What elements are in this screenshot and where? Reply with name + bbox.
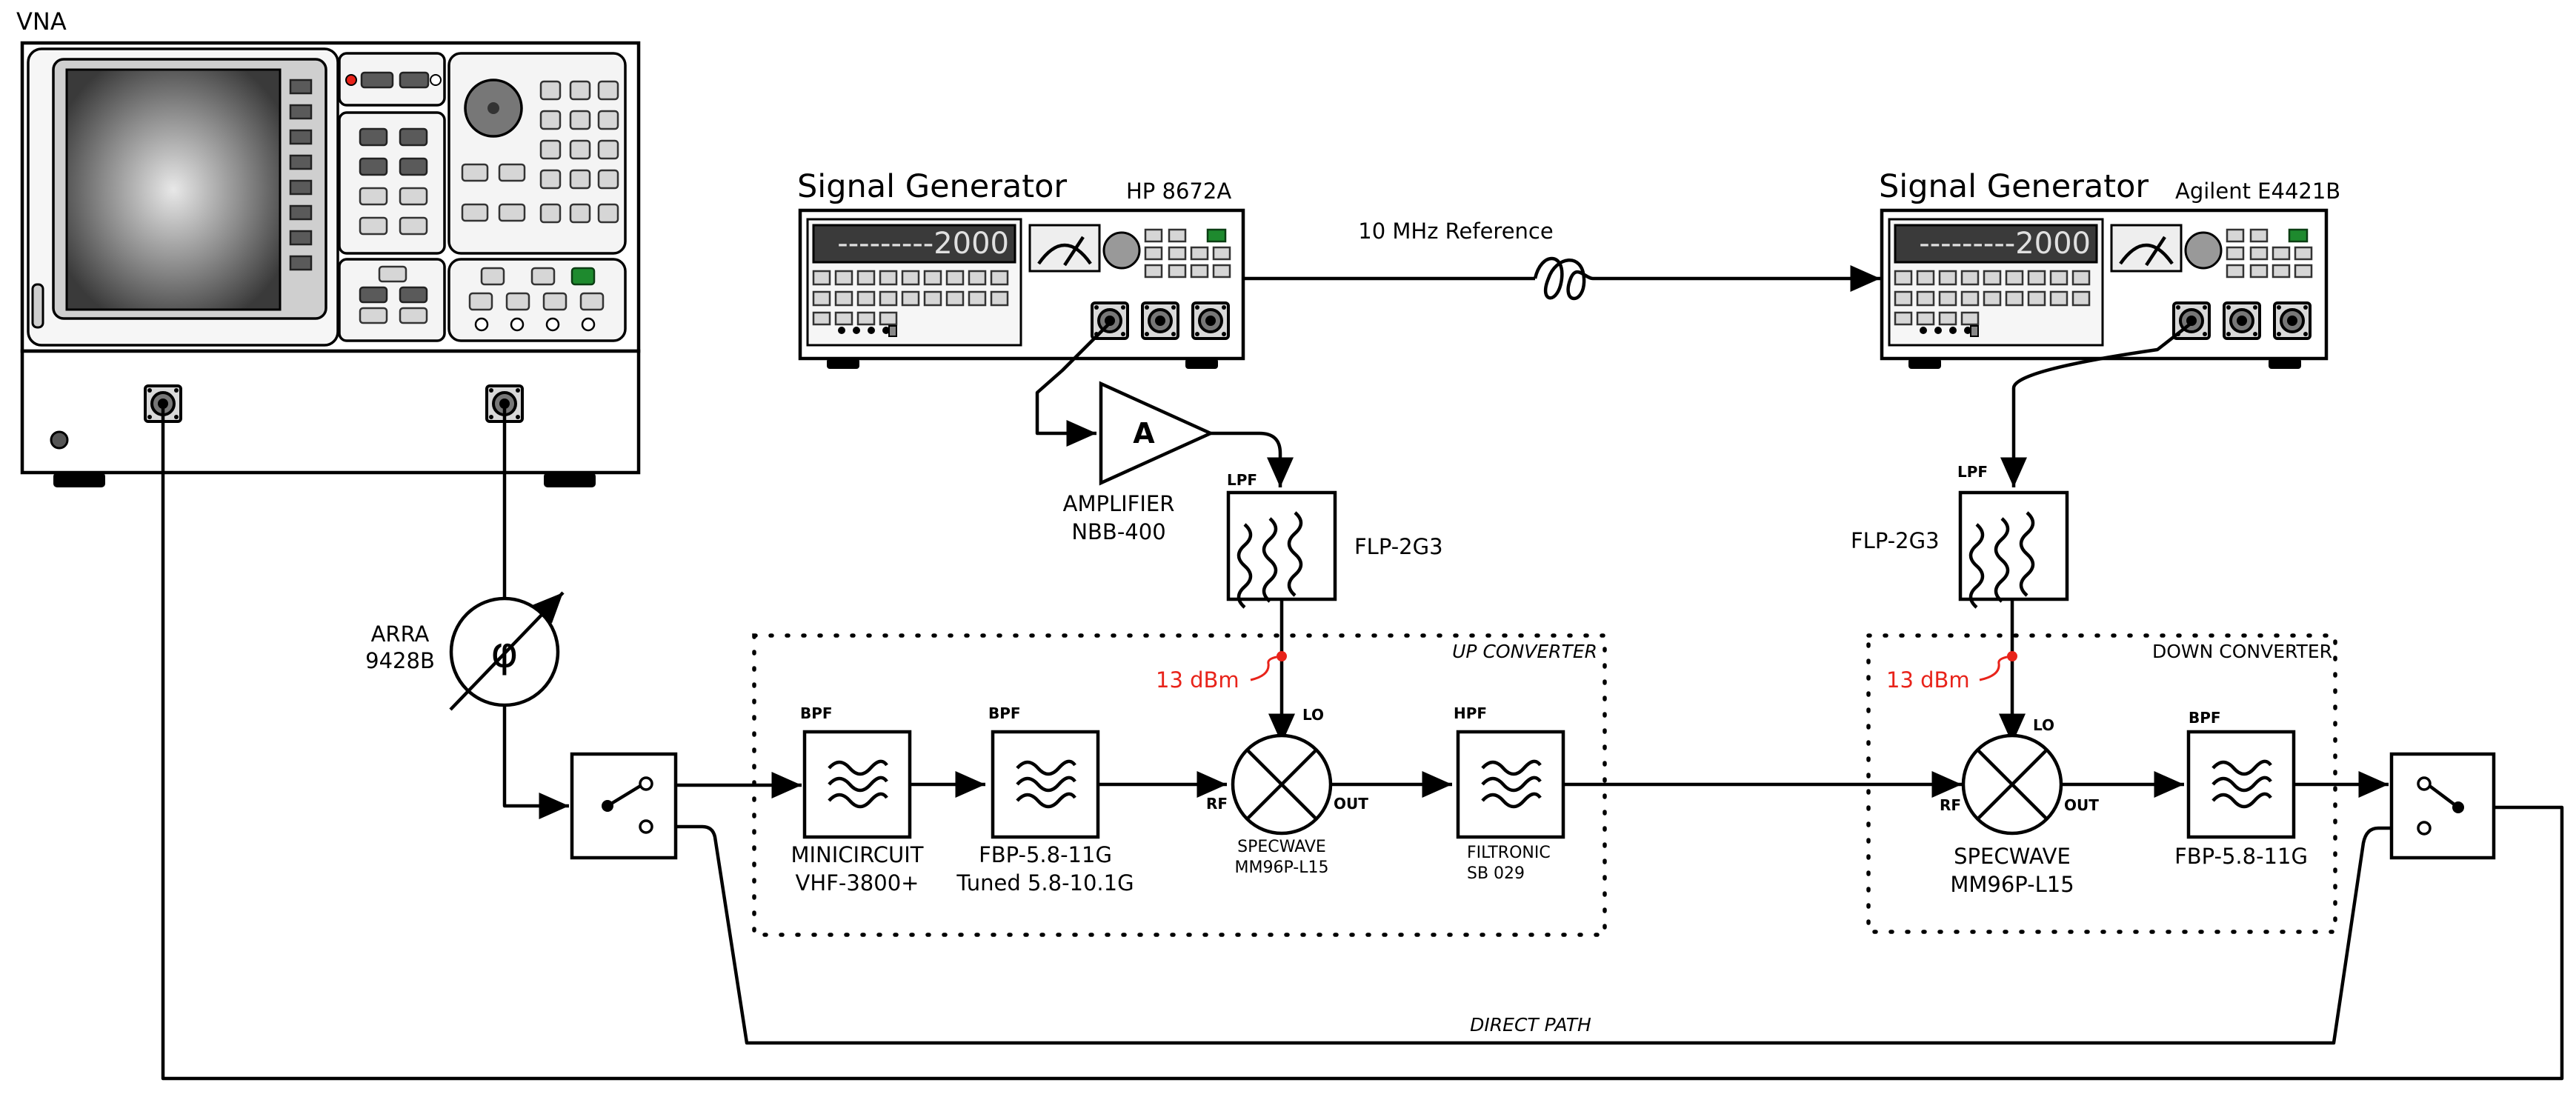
lo-power-2: 13 dBm — [1886, 667, 1970, 693]
hpf-tag: HPF — [1454, 704, 1487, 722]
bpf2-tuning: Tuned 5.8-10.1G — [956, 870, 1134, 896]
mixer1-out: OUT — [1334, 795, 1368, 813]
low-pass-filter-2: LPF FLP-2G3 — [1851, 321, 2193, 744]
phase-shifter-model: 9428B — [365, 648, 435, 673]
bpf2-name: FBP-5.8-11G — [979, 842, 1112, 867]
sg2-model: Agilent E4421B — [2175, 179, 2340, 204]
direct-path-label: DIRECT PATH — [1470, 1014, 1591, 1036]
reference-label: 10 MHz Reference — [1358, 219, 1553, 244]
hpf-model: SB 029 — [1467, 864, 1525, 883]
vna-screen — [65, 68, 282, 311]
sg1-port-2 — [1141, 301, 1179, 340]
bpf3-name: FBP-5.8-11G — [2174, 844, 2308, 869]
mixer1-name: SPECWAVE — [1237, 838, 1326, 856]
bpf1-tag: BPF — [800, 704, 833, 722]
vna-label: VNA — [16, 7, 67, 36]
bpf1-name: MINICIRCUIT — [791, 842, 923, 867]
lo-power-1: 13 dBm — [1156, 667, 1239, 693]
sg1-port-3 — [1191, 301, 1230, 340]
mixer1-model: MM96P-L15 — [1235, 858, 1329, 877]
sg1-title: Signal Generator — [797, 168, 1067, 205]
bpf2-tag: BPF — [988, 704, 1021, 722]
lpf1-model: FLP-2G3 — [1354, 534, 1443, 559]
vna-return-path — [161, 404, 2564, 1081]
phase-shifter: φ ARRA 9428B — [365, 404, 569, 819]
up-converter: UP CONVERTER BPF MINICIRCUIT VHF-3800+ B… — [752, 633, 1607, 937]
sg2-port-3 — [2273, 301, 2312, 340]
lpf1-tag: LPF — [1227, 471, 1257, 489]
bpf1-model: VHF-3800+ — [796, 870, 919, 896]
mixer1-rf: RF — [1206, 795, 1228, 813]
mixer2-name: SPECWAVE — [1954, 844, 2071, 869]
switch-1 — [570, 752, 2393, 1045]
bpf3-tag: BPF — [2189, 709, 2221, 727]
mixer2-model: MM96P-L15 — [1950, 872, 2074, 897]
sg1-display: ---------2000 — [837, 227, 1009, 261]
amplifier-symbol: A — [1133, 417, 1155, 450]
amplifier-model: NBB-400 — [1071, 519, 1165, 544]
signal-generator-hp: Signal Generator HP 8672A ---------2000 — [797, 168, 1245, 369]
hpf-name: FILTRONIC — [1467, 844, 1551, 862]
vna-instrument: VNA — [16, 7, 641, 487]
lpf2-model: FLP-2G3 — [1851, 528, 1940, 553]
amplifier-name: AMPLIFIER — [1063, 491, 1175, 516]
sg2-display: ---------2000 — [1919, 227, 2091, 261]
down-converter: DOWN CONVERTER LO RF OUT SPECWAVE MM96P-… — [1866, 633, 2389, 934]
phase-shifter-name: ARRA — [371, 621, 430, 647]
low-pass-filter-1: LPF FLP-2G3 — [1226, 471, 1443, 744]
down-converter-label: DOWN CONVERTER — [2152, 641, 2332, 662]
signal-generator-agilent: Signal Generator Agilent E4421B --------… — [1879, 168, 2340, 369]
sg2-port-2 — [2223, 301, 2261, 340]
sg1-model: HP 8672A — [1126, 179, 1231, 204]
mixer2-lo: LO — [2033, 716, 2054, 734]
mixer2-rf: RF — [1940, 796, 1961, 814]
reference-link: 10 MHz Reference — [1243, 219, 1880, 301]
up-converter-label: UP CONVERTER — [1452, 641, 1597, 662]
switch-2 — [2389, 752, 2496, 860]
amplifier: A AMPLIFIER NBB-400 — [1035, 321, 1294, 544]
mixer2-out: OUT — [2064, 796, 2099, 814]
sg2-title: Signal Generator — [1879, 168, 2149, 205]
lpf2-tag: LPF — [1957, 463, 1988, 481]
mixer1-lo: LO — [1302, 706, 1324, 724]
